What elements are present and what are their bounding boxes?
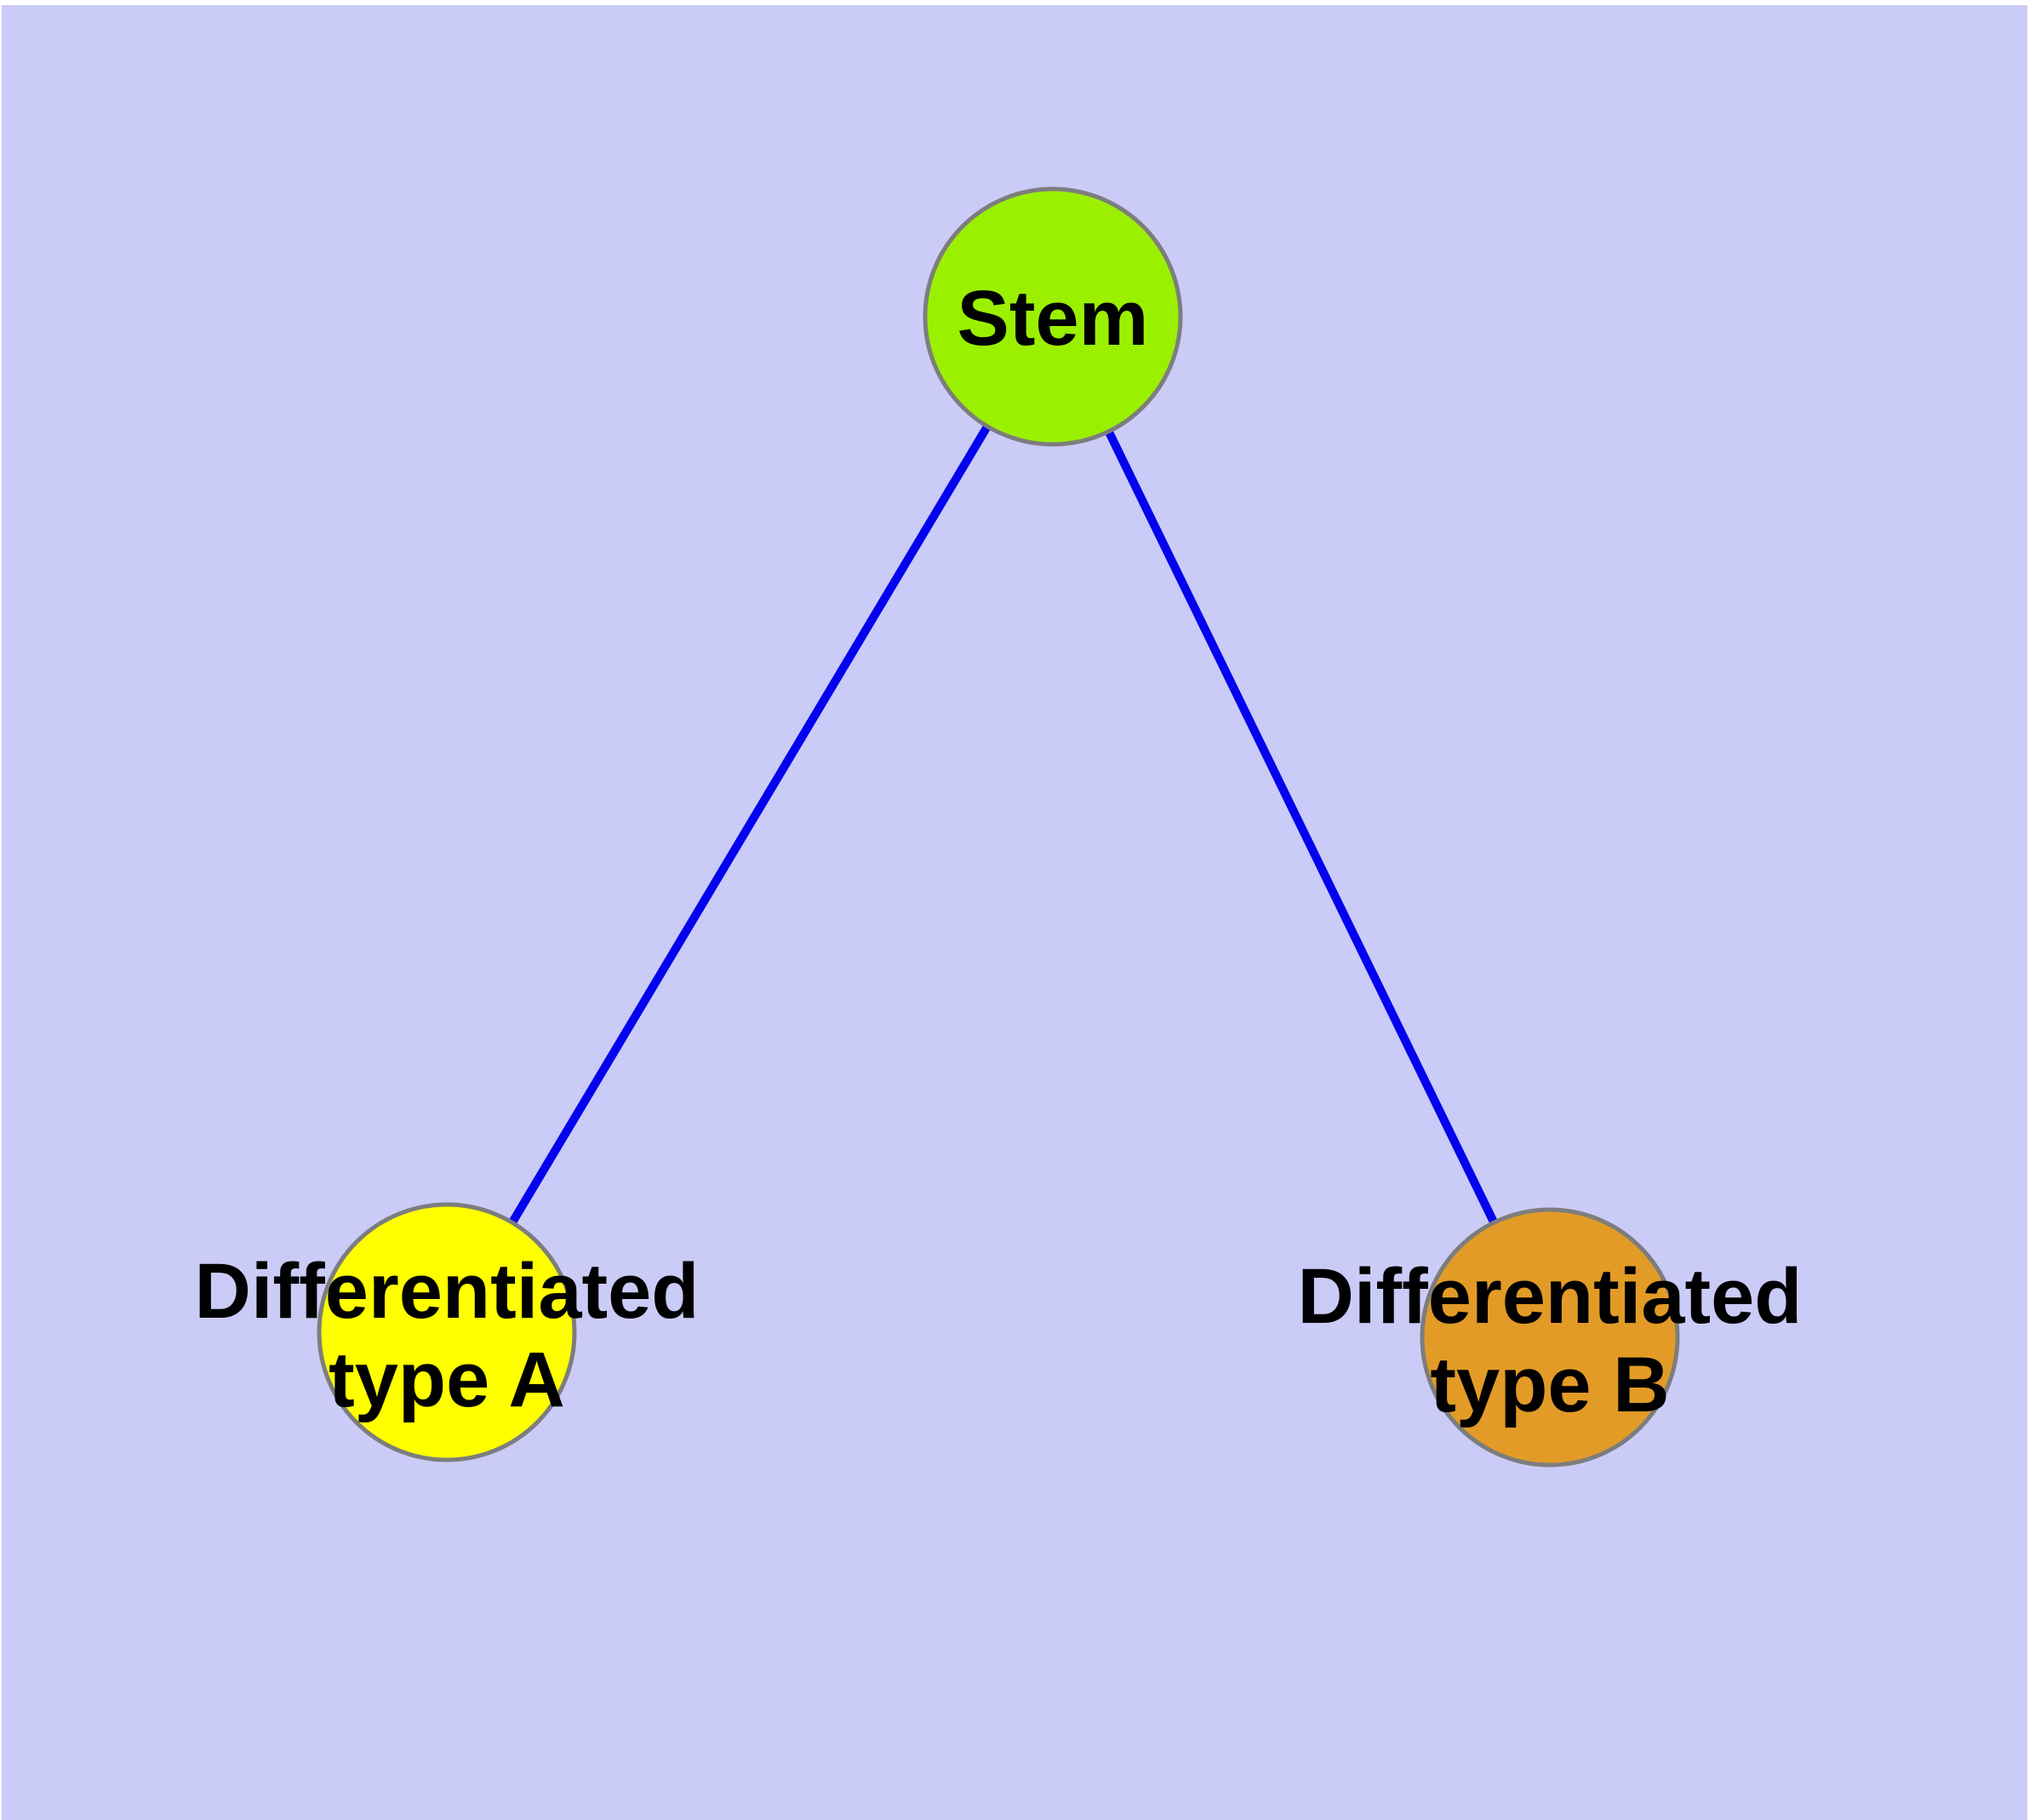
differentiated-type-b-label-line2: type B (1430, 1342, 1669, 1428)
edge-stem-to-type-b (1049, 312, 1554, 1342)
differentiated-type-b-node (1420, 1207, 1680, 1468)
differentiated-type-a-node (317, 1202, 577, 1462)
differentiated-type-b-label-line1: Differentiated (1298, 1253, 1803, 1340)
stem-node-label: Stem (957, 275, 1149, 362)
stem-node (923, 186, 1183, 447)
edge-stem-to-type-a (443, 312, 1057, 1336)
differentiated-type-a-label-line1: Differentiated (195, 1248, 700, 1335)
differentiated-type-a-label-line2: type A (329, 1336, 565, 1423)
